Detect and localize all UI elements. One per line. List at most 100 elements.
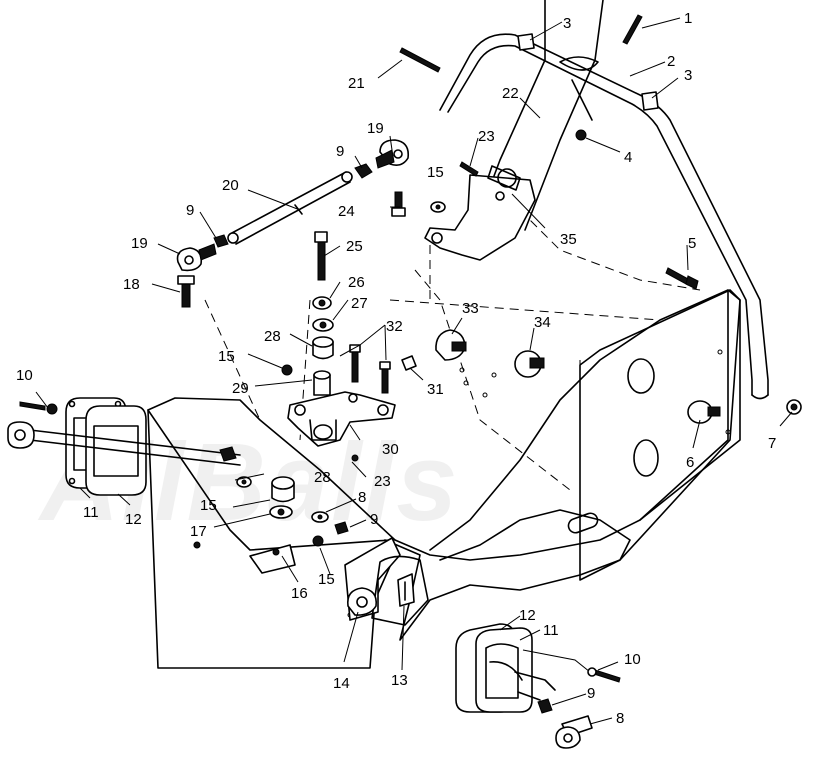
callout-2: 2: [667, 53, 675, 70]
callout-15: 15: [427, 164, 444, 181]
callout-10: 10: [16, 367, 33, 384]
drag-link-right: [514, 649, 591, 701]
callout-19: 19: [131, 235, 148, 252]
callout-22: 22: [502, 85, 519, 102]
callout-32: 32: [386, 318, 403, 335]
callout-3: 3: [563, 15, 571, 32]
bolt-32-right: [379, 361, 391, 394]
callout-15: 15: [318, 571, 335, 588]
bolt-5: [665, 267, 699, 290]
spacer-29: [313, 370, 331, 396]
callout-12: 12: [519, 607, 536, 624]
callout-15: 15: [200, 497, 217, 514]
callout-4: 4: [624, 149, 632, 166]
pin-17: [193, 541, 201, 549]
callout-9: 9: [370, 511, 378, 528]
nut-15-center: [312, 535, 324, 547]
bushing-28-lower: [271, 476, 295, 503]
bolt-32-left: [349, 344, 361, 383]
callout-29: 29: [232, 380, 249, 397]
callout-5: 5: [688, 235, 696, 252]
bolt-10-right: [587, 667, 621, 683]
callout-23: 23: [478, 128, 495, 145]
bolt-21: [399, 47, 441, 73]
callout-19: 19: [367, 120, 384, 137]
washer-bottom-left: [269, 505, 293, 519]
bolt-18: [177, 275, 195, 308]
nut-4: [575, 129, 587, 141]
bracket-13: [397, 573, 415, 607]
drag-link-left: [7, 421, 241, 466]
callout-33: 33: [462, 300, 479, 317]
nut-15-left: [281, 364, 293, 376]
bolt-24: [391, 191, 406, 217]
jam-nut-9-upper: [354, 163, 373, 179]
mount-16: [249, 544, 296, 574]
leader-lines: [35, 17, 793, 725]
bracket-31: [401, 355, 417, 371]
callout-3: 3: [684, 67, 692, 84]
nut-end-left: [219, 446, 237, 462]
callout-24: 24: [338, 203, 355, 220]
callout-23: 23: [374, 473, 391, 490]
bolt-10-left: [19, 401, 58, 415]
mount-14: [346, 587, 378, 616]
callout-21: 21: [348, 75, 365, 92]
callout-13: 13: [391, 672, 408, 689]
bracket-34: [514, 350, 545, 378]
callout-10: 10: [624, 651, 641, 668]
callout-20: 20: [222, 177, 239, 194]
main-frame-plate: [147, 209, 741, 669]
callout-16: 16: [291, 585, 308, 602]
rod-end-left: [176, 243, 217, 272]
bolt-23-upper: [459, 161, 479, 177]
rod-end-8-right: [555, 715, 593, 749]
callout-9: 9: [186, 202, 194, 219]
callout-12: 12: [125, 511, 142, 528]
callout-31: 31: [427, 381, 444, 398]
nut-7: [786, 399, 802, 415]
washer-26: [312, 296, 332, 310]
washer-15-lower-left: [236, 476, 252, 488]
callout-28: 28: [264, 328, 281, 345]
clamp-3-upper: [517, 33, 535, 51]
bolt-25: [314, 231, 328, 281]
callout-18: 18: [123, 276, 140, 293]
callout-35: 35: [560, 231, 577, 248]
callout-27: 27: [351, 295, 368, 312]
bracket-33: [435, 329, 467, 361]
callout-11: 11: [83, 504, 99, 521]
callout-6: 6: [686, 454, 694, 471]
callout-8: 8: [616, 710, 624, 727]
callout-17: 17: [190, 523, 207, 540]
callout-9: 9: [336, 143, 344, 160]
callout-8: 8: [358, 489, 366, 506]
callout-1: 1: [684, 10, 692, 27]
callout-labels: 1 2 3 3 4 5 6 7 8 8 9 9 9 9 10 10 11 11 …: [16, 10, 776, 727]
washer-27: [312, 318, 334, 332]
pitman-arm-30: [287, 391, 396, 447]
washer-8-center: [311, 511, 329, 523]
callout-34: 34: [534, 314, 551, 331]
callout-14: 14: [333, 675, 350, 692]
bumper-6: [687, 400, 721, 424]
tie-rod: [227, 171, 353, 245]
rod-end-upper: [375, 139, 410, 169]
jam-nut-9-left: [213, 234, 229, 248]
bushing-28-upper: [312, 336, 334, 360]
bolt-1: [622, 14, 643, 45]
callout-30: 30: [382, 441, 399, 458]
callout-28: 28: [314, 469, 331, 486]
callout-25: 25: [346, 238, 363, 255]
nut-9-center: [334, 521, 349, 535]
nut-9-right: [537, 698, 553, 714]
boot-plate-11-right: [475, 627, 533, 713]
bolt-23-lower: [351, 454, 359, 462]
callout-9: 9: [587, 685, 595, 702]
steering-bracket: [424, 165, 536, 261]
washer-15-top: [430, 201, 446, 213]
callout-11: 11: [543, 622, 559, 639]
callout-7: 7: [768, 435, 776, 452]
callout-26: 26: [348, 274, 365, 291]
